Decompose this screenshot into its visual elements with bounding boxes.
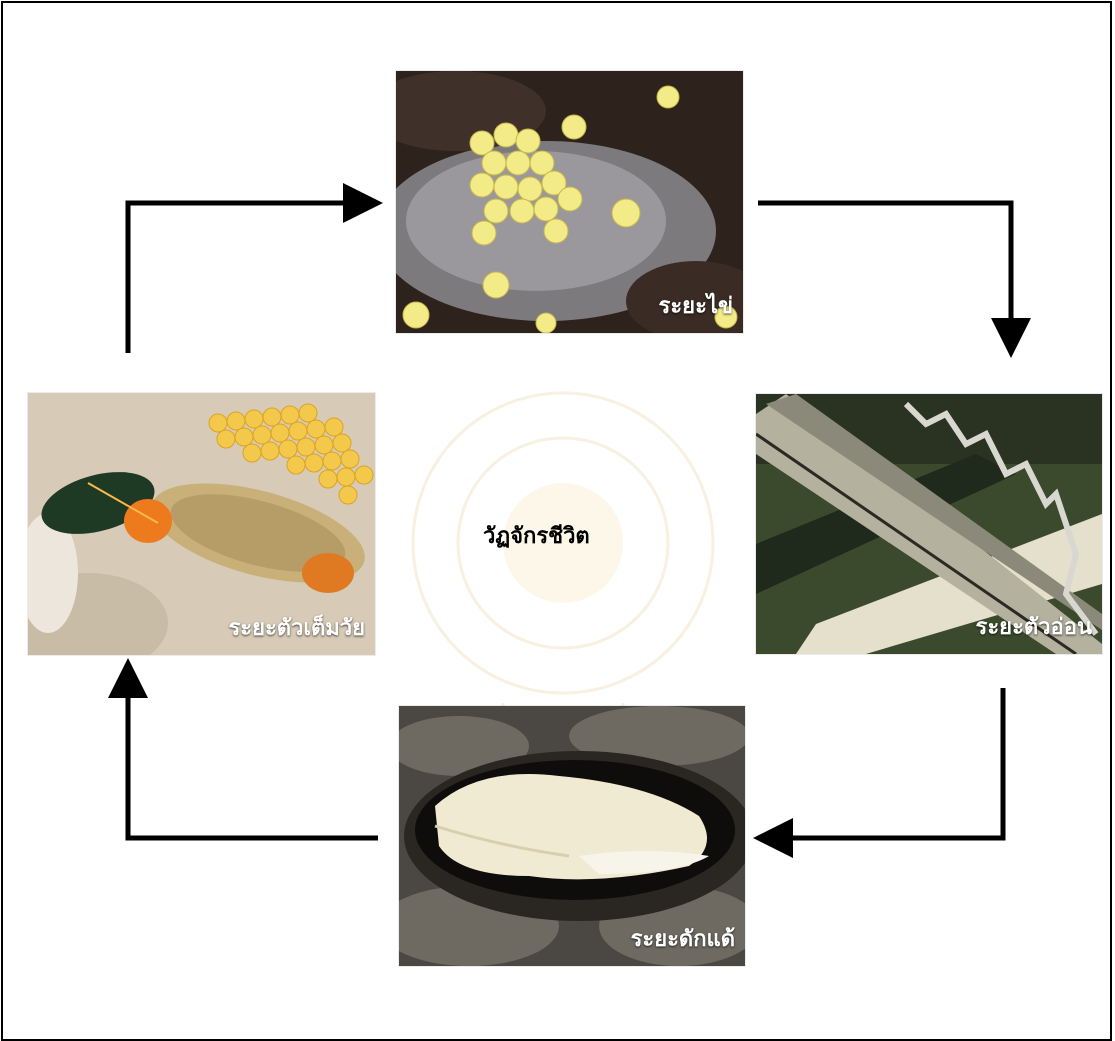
pupa-stage-label: ระยะดักแด้ <box>631 921 735 956</box>
adult-stage-photo: ระยะตัวเต็มวัย <box>28 393 375 655</box>
larva-stage-label: ระยะตัวอ่อน <box>976 609 1092 644</box>
egg-stage-photo: ระยะไข่ <box>396 71 743 333</box>
egg-stage-label: ระยะไข่ <box>659 288 733 323</box>
pupa-stage-photo: ระยะดักแด้ <box>399 706 745 966</box>
adult-stage-label: ระยะตัวเต็มวัย <box>228 610 365 645</box>
cycle-title: วัฏจักรชีวิต <box>483 518 590 553</box>
larva-stage-photo: ระยะตัวอ่อน <box>756 394 1102 654</box>
